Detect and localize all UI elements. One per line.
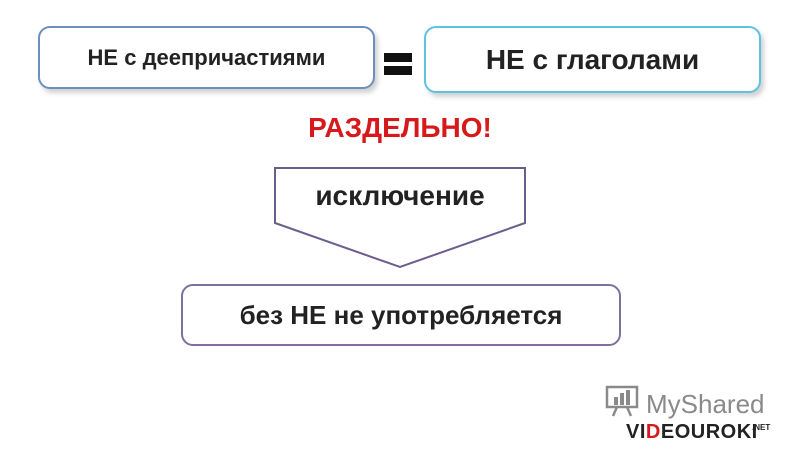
presentation-chart-icon <box>605 385 639 417</box>
left-concept-label: НЕ с деепричастиями <box>87 44 326 70</box>
right-concept-box: НЕ с глаголами <box>424 26 761 93</box>
exception-label: исключение <box>315 180 485 211</box>
equals-sign <box>384 53 412 79</box>
result-box: без НЕ не употребляется <box>181 284 621 346</box>
exception-callout-shape <box>274 167 526 269</box>
watermark-brand: MyShared <box>646 389 765 419</box>
watermark-site-suffix: .NET <box>752 423 771 432</box>
result-label: без НЕ не употребляется <box>239 299 563 330</box>
separately-headline: РАЗДЕЛЬНО! <box>308 112 492 143</box>
watermark-site: VIDEOUROKI <box>626 421 758 443</box>
left-concept-box: НЕ с деепричастиями <box>38 26 375 89</box>
right-concept-label: НЕ с глаголами <box>485 43 700 75</box>
